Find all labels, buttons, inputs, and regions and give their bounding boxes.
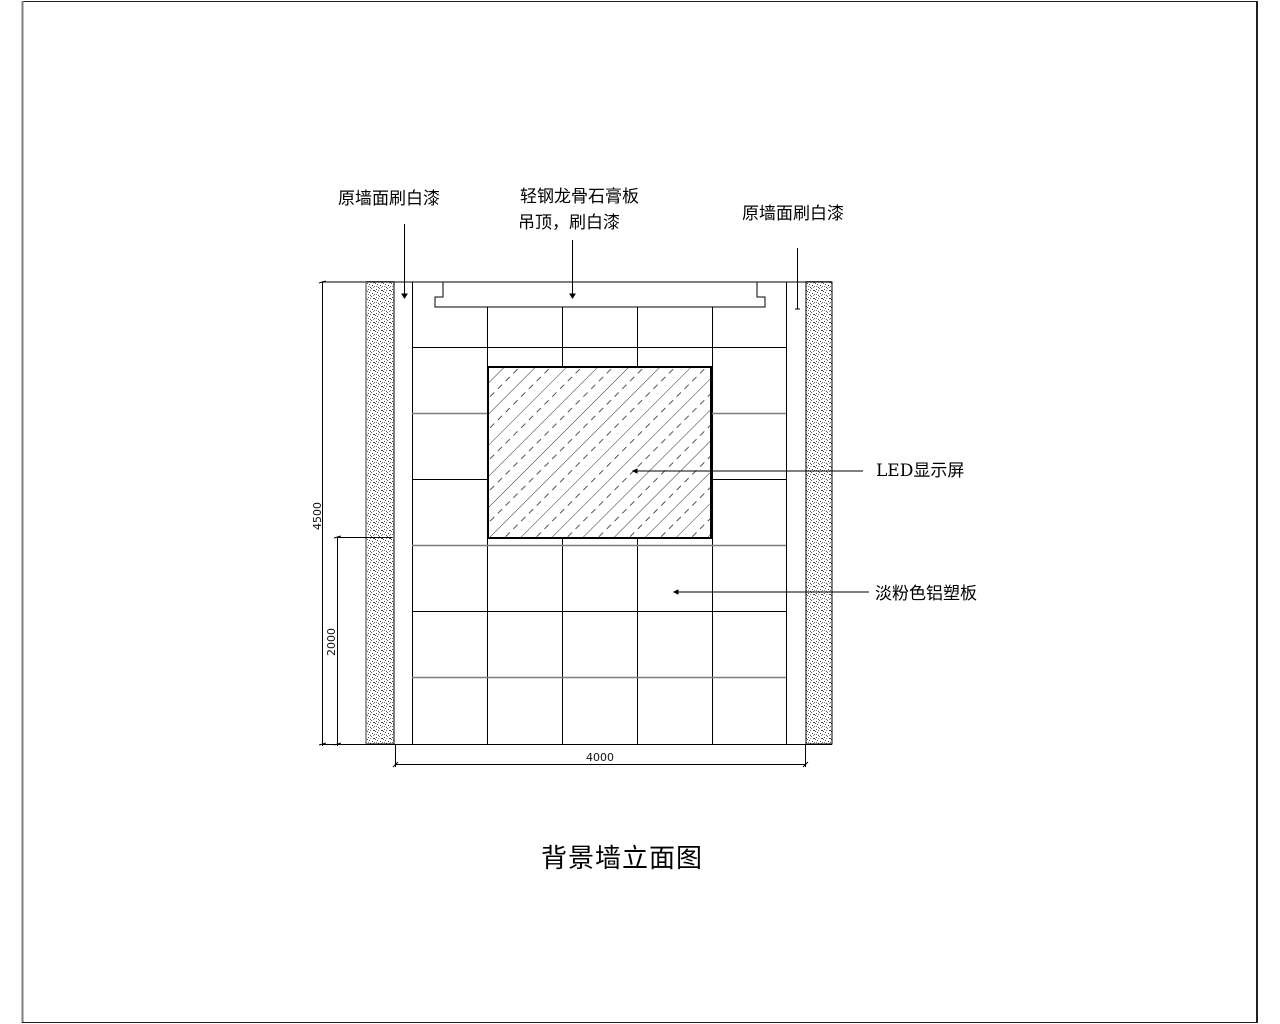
callout-ceiling-line2: 吊顶，刷白漆 [518,213,620,233]
left-wall [365,281,395,745]
callout-led-screen: LED显示屏 [876,461,965,481]
callout-panel: 淡粉色铝塑板 [875,584,977,604]
drawing-title: 背景墙立面图 [541,844,704,874]
dimension-lines [318,280,809,768]
leader-lines [401,224,869,595]
dimension-total-height: 4500 [311,502,324,530]
drawing-frame [21,1,1258,1023]
dimension-total-width: 4000 [586,751,614,764]
callout-right-wall: 原墙面刷白漆 [742,204,844,224]
callout-left-wall: 原墙面刷白漆 [338,189,440,209]
ceiling-bulkhead [434,282,766,308]
right-wall [805,281,833,745]
dimension-lower-height: 2000 [325,628,338,656]
callout-ceiling-line1: 轻钢龙骨石膏板 [520,187,639,207]
led-screen [487,366,712,539]
